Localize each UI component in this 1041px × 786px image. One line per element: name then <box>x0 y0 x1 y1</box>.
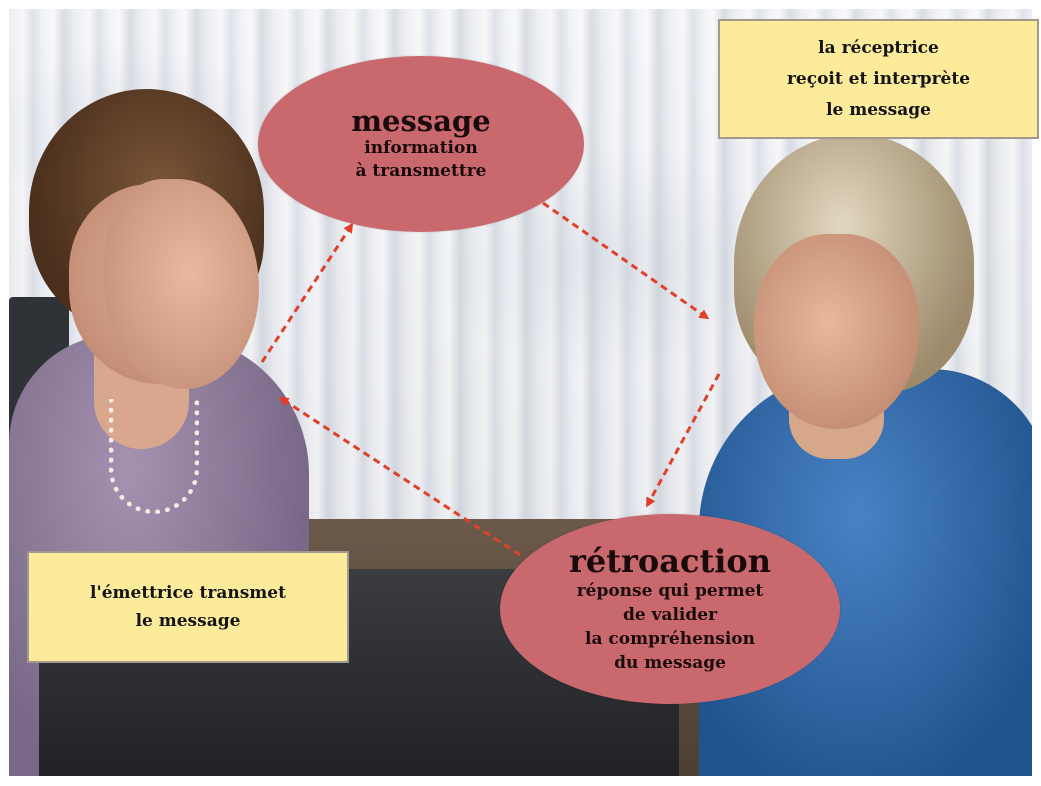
sender-person-face-profile <box>104 179 259 389</box>
message-node: message information à transmettre <box>258 56 584 232</box>
feedback-node-line: de valider <box>622 605 718 625</box>
feedback-node: rétroaction réponse qui permet de valide… <box>500 514 840 704</box>
receiver-label-line: le message <box>826 99 931 120</box>
feedback-node-line: la compréhension <box>585 629 755 649</box>
arrow-receiver-to-feedback <box>646 373 721 508</box>
arrow-feedback-to-sender <box>278 396 521 557</box>
receiver-label-box: la réceptrice reçoit et interprète le me… <box>718 19 1039 139</box>
sender-label-line: le message <box>135 611 241 631</box>
receiver-label-line: reçoit et interprète <box>786 68 971 89</box>
message-node-line: à transmettre <box>355 161 487 181</box>
sender-label-box: l'émettrice transmet le message <box>27 551 349 663</box>
pearl-necklace <box>109 399 199 514</box>
arrow-sender-to-message <box>260 222 354 363</box>
feedback-node-line: réponse qui permet <box>576 581 764 601</box>
receiver-person-face <box>754 234 919 429</box>
receiver-label-line: la réceptrice <box>818 37 939 58</box>
message-node-line: information <box>364 138 478 158</box>
arrow-message-to-receiver <box>542 201 710 320</box>
sender-label-line: l'émettrice transmet <box>90 583 286 603</box>
feedback-node-line: du message <box>614 653 726 673</box>
message-node-title: message <box>351 104 491 138</box>
feedback-node-title: rétroaction <box>569 542 771 580</box>
